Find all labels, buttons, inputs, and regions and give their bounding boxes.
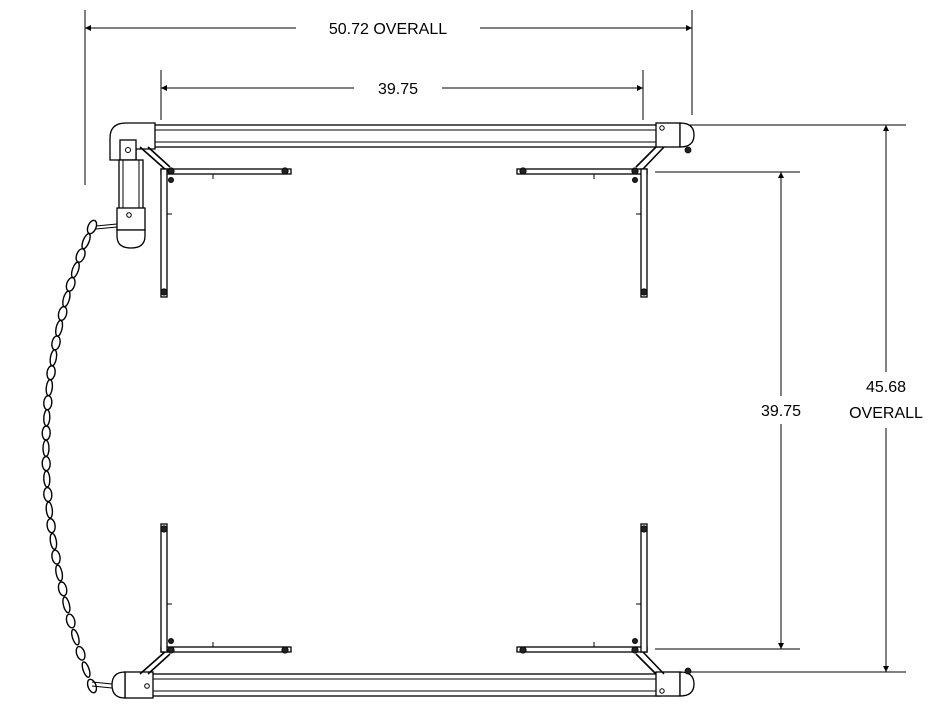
chain-link [75,645,86,661]
chain-link [62,290,71,308]
chain-link [86,219,98,235]
chain-link [81,232,91,250]
chain-link [42,439,50,457]
corner-bracket-top-left [139,146,292,298]
chain-link [51,335,61,351]
chain-link [65,613,76,629]
corner-bracket-top-right [516,146,665,298]
dimension-inner-width-label: 39.75 [378,81,418,98]
chain-link [46,518,56,534]
chain-link [43,395,53,411]
chain-link [57,305,68,322]
chain-link [62,596,71,614]
chain-link [49,532,58,551]
chain-link [54,319,64,337]
chain-link [70,261,80,279]
chain-link [43,470,51,488]
chain-link [65,276,76,292]
chain-link [49,349,58,367]
dimension-overall-height-suffix: OVERALL [849,405,923,422]
chain-link [41,425,51,441]
dimension-overall-width-label: 50.72 OVERALL [329,21,447,38]
corner-bracket-bottom-left [139,523,292,675]
dimension-inner-height: 39.75 [761,172,801,649]
dimension-inner-height-label: 39.75 [761,403,801,420]
dimension-inner-width: 39.75 [161,81,643,98]
chain-link [43,486,53,503]
top-rail [109,122,695,161]
chain-link [81,661,91,678]
chain-link [46,365,56,381]
gate-post [95,159,146,249]
chain-link [45,501,54,519]
chain [41,219,98,694]
bottom-rail [91,667,695,699]
chain-link [86,678,98,694]
chain-link [75,248,86,263]
chain-link [43,409,51,427]
chain-link [55,564,64,582]
chain-link [51,549,61,565]
corner-bracket-bottom-right [516,523,665,675]
dimension-overall-height: 45.68 OVERALL [849,125,923,672]
chain-link [57,581,68,597]
chain-link [41,455,51,472]
extension-lines [84,10,906,673]
chain-link [45,378,54,397]
dimension-overall-width: 50.72 OVERALL [85,21,692,38]
chain-link [71,628,80,646]
dimension-overall-height-value: 45.68 [866,379,906,396]
